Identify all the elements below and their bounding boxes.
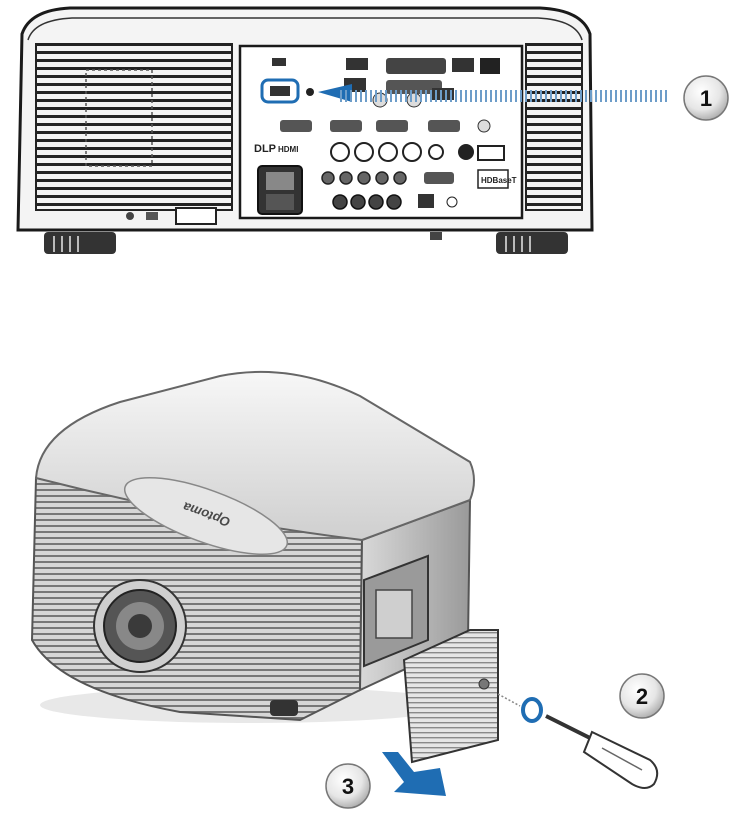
step-1-number: 1 (700, 86, 712, 111)
right-vent-grill (526, 44, 582, 210)
hdmi-logo: HDMI (278, 145, 298, 154)
left-vent-grill (36, 44, 232, 210)
step-badge-1: 1 (684, 76, 728, 120)
dlp-logo: DLP (254, 143, 276, 155)
screw (523, 699, 541, 721)
step-badge-2: 2 (620, 674, 664, 718)
step-badge-3: 3 (326, 764, 370, 808)
step-2-number: 2 (636, 684, 648, 709)
projector-rear-view: HDBaseT DLP HDMI (18, 8, 668, 254)
hdbaset-label: HDBaseT (481, 176, 517, 185)
lens (94, 580, 186, 672)
screwdriver (546, 716, 657, 788)
step-3-number: 3 (342, 774, 354, 799)
